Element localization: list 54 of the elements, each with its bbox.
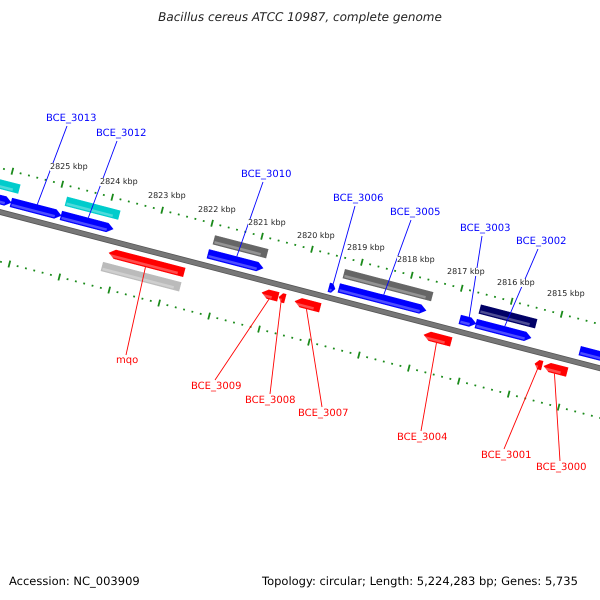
gene-label: BCE_3005 bbox=[390, 208, 440, 218]
gene-label: BCE_3007 bbox=[298, 409, 348, 419]
scale-label: 2815 kbp bbox=[547, 290, 585, 298]
accession-text: Accession: NC_003909 bbox=[9, 576, 140, 588]
scale-label: 2816 kbp bbox=[497, 279, 535, 287]
gene-feature bbox=[534, 360, 544, 370]
leader-line bbox=[504, 368, 538, 450]
gene-label: BCE_3003 bbox=[460, 224, 510, 234]
gene-feature bbox=[328, 282, 336, 293]
scale-label: 2824 kbp bbox=[100, 178, 138, 186]
scale-label: 2819 kbp bbox=[347, 244, 385, 252]
gene-label: BCE_3010 bbox=[241, 170, 292, 180]
scale-label: 2818 kbp bbox=[397, 256, 435, 264]
gene-feature bbox=[474, 318, 532, 341]
scale-label: 2820 kbp bbox=[297, 232, 335, 240]
gene-feature bbox=[458, 314, 476, 327]
gene-label: BCE_3013 bbox=[46, 114, 96, 124]
gene-feature bbox=[294, 298, 322, 312]
scale-label: 2822 kbp bbox=[198, 206, 236, 214]
gene-feature bbox=[10, 198, 62, 219]
gene-label: BCE_3002 bbox=[516, 237, 566, 247]
leader-line bbox=[306, 308, 322, 408]
scale-label: 2823 kbp bbox=[148, 192, 186, 200]
leader-line bbox=[504, 248, 538, 327]
gene-label: BCE_3004 bbox=[397, 433, 448, 443]
genome-info-text: Topology: circular; Length: 5,224,283 bp; Genes: 5,735 bbox=[262, 576, 578, 588]
leader-line bbox=[236, 182, 264, 257]
gene-label: BCE_3000 bbox=[536, 463, 586, 473]
gene-label: BCE_3008 bbox=[245, 396, 296, 406]
gene-label: BCE_3012 bbox=[96, 129, 146, 139]
leader-line bbox=[468, 236, 482, 318]
leader-line bbox=[383, 220, 412, 296]
leader-line bbox=[554, 373, 560, 462]
scale-label: 2825 kbp bbox=[50, 163, 88, 171]
gene-feature bbox=[60, 210, 114, 232]
gene-feature bbox=[278, 293, 286, 304]
gene-label: BCE_3006 bbox=[333, 194, 384, 204]
leader-line bbox=[270, 302, 282, 394]
leader-line bbox=[420, 342, 437, 432]
title: Bacillus cereus ATCC 10987, complete genome bbox=[157, 11, 443, 23]
scale-label: 2817 kbp bbox=[447, 268, 485, 276]
gene-feature bbox=[108, 250, 186, 277]
leader-line bbox=[332, 206, 356, 284]
scale-label: 2821 kbp bbox=[248, 219, 286, 227]
gene-label: BCE_3009 bbox=[191, 382, 242, 392]
gene-label: BCE_3001 bbox=[481, 451, 532, 461]
leader-line bbox=[88, 140, 118, 218]
gene-label: mqo bbox=[116, 356, 138, 366]
gene-feature bbox=[424, 332, 452, 346]
leader-line bbox=[214, 298, 270, 380]
leader-line bbox=[36, 126, 68, 205]
gene-feature bbox=[338, 283, 426, 314]
gene-feature bbox=[206, 249, 264, 272]
leader-line bbox=[126, 266, 146, 356]
